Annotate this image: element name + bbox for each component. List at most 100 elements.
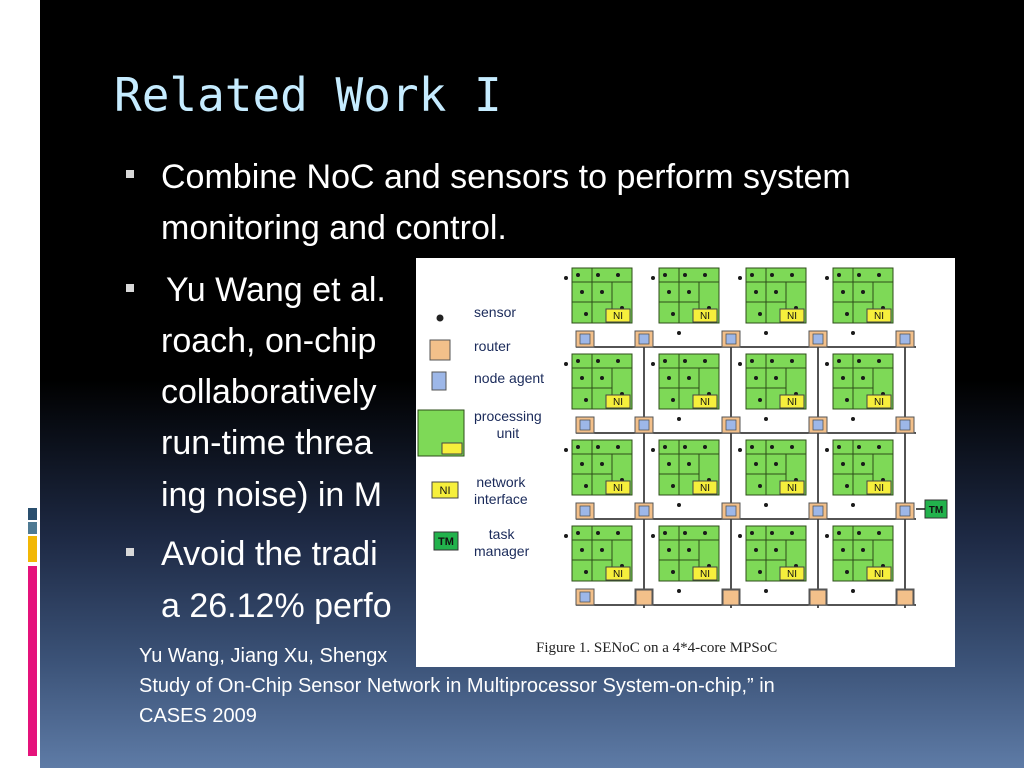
network-interface-label: NI — [787, 569, 797, 580]
network-interface — [779, 480, 805, 495]
sensor-dot — [600, 548, 604, 552]
sensor-dot — [845, 484, 849, 488]
network-interface — [779, 308, 805, 323]
network-interface — [605, 480, 631, 495]
figure-caption: Figure 1. SENoC on a 4*4-core MPSoC — [536, 640, 778, 656]
sensor-dot — [764, 589, 768, 593]
sensor-dot — [758, 312, 762, 316]
node-agent — [638, 505, 650, 517]
network-interface-label: NI — [700, 569, 710, 580]
network-interface — [692, 308, 718, 323]
sensor-icon — [436, 314, 444, 322]
core-tile: NI — [564, 267, 654, 348]
sensor-dot — [790, 531, 794, 535]
node-agent — [899, 419, 911, 431]
sensor-dot — [845, 570, 849, 574]
sensor-dot — [825, 534, 829, 538]
sensor-dot — [663, 273, 667, 277]
bullet-2-line-3: collaboratively — [161, 373, 377, 411]
core-tile: NI — [825, 439, 915, 520]
sensor-dot — [754, 462, 758, 466]
sensor-dot — [564, 448, 568, 452]
sensor-dot — [580, 290, 584, 294]
node-agent — [812, 419, 824, 431]
network-interface-label: NI — [874, 311, 884, 322]
network-interface-label: NI — [874, 483, 884, 494]
sensor-dot — [683, 531, 687, 535]
bullet-2-line-5: ing noise) in M — [161, 476, 383, 514]
sensor-dot — [770, 531, 774, 535]
sensor-dot — [651, 448, 655, 452]
legend-label: router — [474, 338, 511, 354]
network-interface-label: NI — [787, 311, 797, 322]
sensor-dot — [663, 445, 667, 449]
sensor-dot — [845, 398, 849, 402]
sensor-dot — [750, 273, 754, 277]
sensor-dot — [770, 445, 774, 449]
sensor-dot — [837, 531, 841, 535]
processing-unit-partition — [659, 354, 719, 409]
sensor-dot — [584, 570, 588, 574]
network-interface-label: NI — [613, 483, 623, 494]
sensor-dot — [687, 462, 691, 466]
router — [635, 589, 653, 606]
bullet-3-line-1: Avoid the tradi — [161, 535, 378, 573]
sensor-dot — [758, 484, 762, 488]
accent-bar-pink — [28, 566, 37, 756]
sensor-dot — [564, 276, 568, 280]
processing-unit-partition — [572, 440, 632, 495]
legend-label: network interface — [474, 474, 528, 507]
sensor-dot — [790, 359, 794, 363]
sensor-dot — [580, 376, 584, 380]
sensor-dot — [671, 484, 675, 488]
network-interface — [779, 394, 805, 409]
network-interface-label: NI — [700, 311, 710, 322]
node-agent — [638, 419, 650, 431]
task-manager-icon — [433, 531, 459, 551]
router — [722, 589, 740, 606]
reference-line-2: Study of On-Chip Sensor Network in Multi… — [139, 675, 775, 697]
network-interface — [692, 394, 718, 409]
sensor-dot — [841, 548, 845, 552]
accent-bar-yellow — [28, 536, 37, 562]
sensor-dot — [774, 290, 778, 294]
network-interface-label: NI — [700, 397, 710, 408]
processing-unit-partition — [659, 440, 719, 495]
legend-ni-text: NI — [440, 485, 451, 497]
sensor-dot — [703, 273, 707, 277]
legend-label: node agent — [474, 370, 545, 386]
node-agent — [579, 591, 591, 603]
core-tile: NI — [651, 439, 741, 520]
sensor-dot — [764, 417, 768, 421]
sensor-dot — [677, 331, 681, 335]
sensor-dot — [683, 445, 687, 449]
sensor-dot — [671, 570, 675, 574]
sensor-dot — [651, 362, 655, 366]
sensor-dot — [825, 276, 829, 280]
sensor-dot — [738, 534, 742, 538]
sensor-dot — [580, 462, 584, 466]
sensor-dot — [841, 462, 845, 466]
sensor-dot — [837, 273, 841, 277]
sensor-dot — [596, 359, 600, 363]
bullet-2-line-4: run-time threa — [161, 424, 373, 462]
bullet-marker-2 — [126, 284, 134, 292]
sensor-dot — [616, 531, 620, 535]
node-agent-icon — [431, 371, 447, 391]
sensor-dot — [825, 362, 829, 366]
network-interface-label: NI — [874, 569, 884, 580]
sensor-dot — [861, 290, 865, 294]
processing-unit-partition — [746, 526, 806, 581]
sensor-dot — [616, 273, 620, 277]
network-interface — [605, 308, 631, 323]
sensor-dot — [861, 376, 865, 380]
core-tile: NI — [651, 267, 741, 348]
sensor-dot — [770, 359, 774, 363]
sensor-dot — [841, 376, 845, 380]
sensor-dot — [687, 376, 691, 380]
network-interface — [866, 566, 892, 581]
sensor-dot — [774, 376, 778, 380]
processing-unit-partition — [833, 268, 893, 323]
